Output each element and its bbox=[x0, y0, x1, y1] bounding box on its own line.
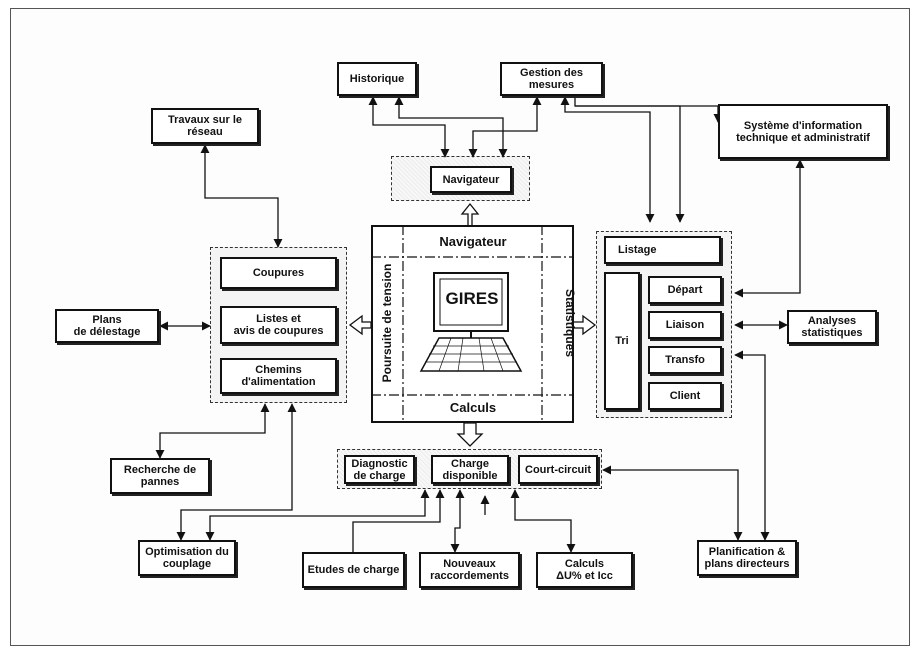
depart-box: Départ bbox=[648, 276, 722, 304]
calculs-charge-link bbox=[510, 489, 576, 553]
tri-box: Tri bbox=[604, 272, 640, 410]
planification-box: Planification & plans directeurs bbox=[697, 540, 797, 576]
planification-transfo-link bbox=[734, 350, 770, 541]
historique-navigateur-link bbox=[368, 96, 450, 158]
gestion-mesures-box: Gestion des mesures bbox=[500, 62, 603, 96]
planification-courtcircuit-link bbox=[602, 465, 743, 541]
arrow-up-navigator bbox=[460, 202, 480, 227]
optimisation-charge-link bbox=[205, 489, 430, 541]
nouveaux-charge-link bbox=[450, 489, 465, 553]
historique-gestion-link bbox=[394, 96, 508, 158]
recherche-chemins-link bbox=[155, 403, 270, 459]
liaison-box: Liaison bbox=[648, 311, 722, 339]
coupures-box: Coupures bbox=[220, 257, 337, 289]
historique-box: Historique bbox=[337, 62, 417, 96]
gestion-listage-link-2 bbox=[574, 97, 685, 223]
gires-core-structure bbox=[371, 225, 574, 423]
gestion-sit-link bbox=[575, 105, 723, 123]
analyses-box: Analyses statistiques bbox=[787, 310, 877, 344]
gires-screen-label: GIRES bbox=[445, 289, 499, 308]
navigateur-top-box: Navigateur bbox=[430, 166, 512, 193]
court-circuit-box: Court-circuit bbox=[518, 455, 598, 484]
calculs-du-icc-box: Calculs ΔU% et Icc bbox=[536, 552, 633, 588]
listage-box: Listage bbox=[604, 236, 721, 264]
etudes-charge-link bbox=[352, 489, 445, 552]
diagnostic-box: Diagnostic de charge bbox=[344, 455, 415, 484]
optimisation-box: Optimisation du couplage bbox=[138, 540, 236, 576]
core-poursuite-label: Poursuite de tension bbox=[380, 263, 394, 383]
plans-delestage-box: Plans de délestage bbox=[55, 309, 159, 343]
core-navigateur-label: Navigateur bbox=[439, 234, 507, 249]
gires-core bbox=[371, 225, 574, 423]
arrow-right-tri bbox=[572, 314, 597, 336]
sit-depart-link bbox=[734, 159, 805, 298]
transfo-box: Transfo bbox=[648, 346, 722, 374]
travaux-coupures-link bbox=[200, 144, 283, 248]
client-box: Client bbox=[648, 382, 722, 410]
chemins-box: Chemins d'alimentation bbox=[220, 358, 337, 394]
core-calculs-label: Calculs bbox=[449, 400, 497, 415]
etudes-charge-box: Etudes de charge bbox=[302, 552, 405, 588]
recherche-pannes-box: Recherche de pannes bbox=[110, 458, 210, 494]
nouveaux-raccordements-box: Nouveaux raccordements bbox=[419, 552, 520, 588]
charge-disponible-box: Charge disponible bbox=[431, 455, 509, 484]
sit-box: Système d'information technique et admin… bbox=[718, 104, 888, 159]
arrow-down-calc bbox=[456, 422, 484, 447]
core-statistiques-label: Statistiques bbox=[563, 288, 577, 357]
listes-box: Listes et avis de coupures bbox=[220, 306, 337, 344]
arrow-left-listes bbox=[348, 314, 372, 336]
gestion-listage-link bbox=[560, 96, 655, 223]
travaux-box: Travaux sur le réseau bbox=[151, 108, 259, 144]
gestion-navigateur-link bbox=[468, 96, 542, 158]
